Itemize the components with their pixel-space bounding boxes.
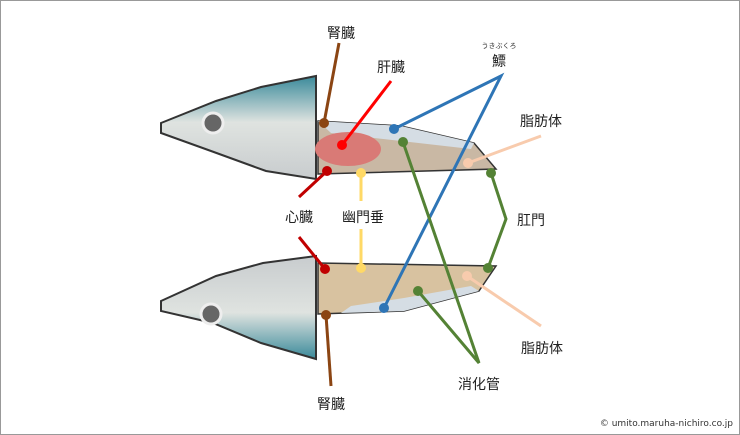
heart-line-bottom (297, 236, 327, 270)
label-liver: 肝臓 (377, 60, 405, 76)
marker-dots (319, 118, 496, 320)
bladder-dot-top (389, 124, 399, 134)
heart-line-top (297, 169, 329, 199)
kidney-bottom-line (324, 314, 333, 387)
leader-lines (297, 42, 542, 387)
top-fish-eye (201, 111, 225, 135)
top-fish-head (160, 74, 317, 181)
label-kidney-bottom: 腎臓 (317, 397, 345, 413)
label-digestive-tract: 消化管 (458, 377, 500, 393)
bottom-fish-eye (199, 302, 223, 326)
kidney-dot-top (319, 118, 329, 128)
fat-dot-bottom (462, 271, 472, 281)
label-swim-bladder: 鰾 (492, 54, 506, 70)
bottom-fish-section (160, 254, 498, 361)
heart-dot-bottom (320, 264, 330, 274)
label-anus: 肛門 (517, 213, 545, 229)
label-heart: 心臓 (285, 210, 313, 226)
fat-dot-top (463, 158, 473, 168)
fat-line-top (467, 134, 542, 165)
anus-dot-top (486, 168, 496, 178)
top-fish-section (160, 74, 498, 181)
anus-dot-bottom (483, 263, 493, 273)
top-fish-liver (315, 132, 381, 166)
digestive-dot-bottom (413, 286, 423, 296)
label-fat-body-top: 脂肪体 (520, 114, 562, 130)
copyright-text: © umito.maruha-nichiro.co.jp (599, 419, 733, 429)
pyloric-dot-top (356, 168, 366, 178)
label-swim-bladder-reading: うきぶくろ (481, 42, 517, 50)
bladder-dot-bottom (379, 303, 389, 313)
label-fat-body-bottom: 脂肪体 (521, 341, 563, 357)
kidney-top-line (322, 42, 341, 124)
label-pyloric-caeca: 幽門垂 (342, 210, 384, 226)
kidney-dot-bottom (321, 310, 331, 320)
fat-line-bottom (466, 274, 542, 328)
heart-dot-top (322, 166, 332, 176)
anus-lines (486, 172, 508, 269)
top-fish-bladder-area (318, 121, 474, 149)
bottom-fish-head (160, 254, 317, 361)
bottom-fish-bladder-area (341, 286, 479, 313)
digestive-lines (401, 141, 481, 364)
liver-line (340, 80, 393, 146)
digestive-dot-top (398, 137, 408, 147)
liver-dot (337, 140, 347, 150)
pyloric-dot-bottom (356, 263, 366, 273)
label-kidney-top: 腎臓 (327, 26, 355, 42)
bladder-lines (382, 72, 505, 309)
